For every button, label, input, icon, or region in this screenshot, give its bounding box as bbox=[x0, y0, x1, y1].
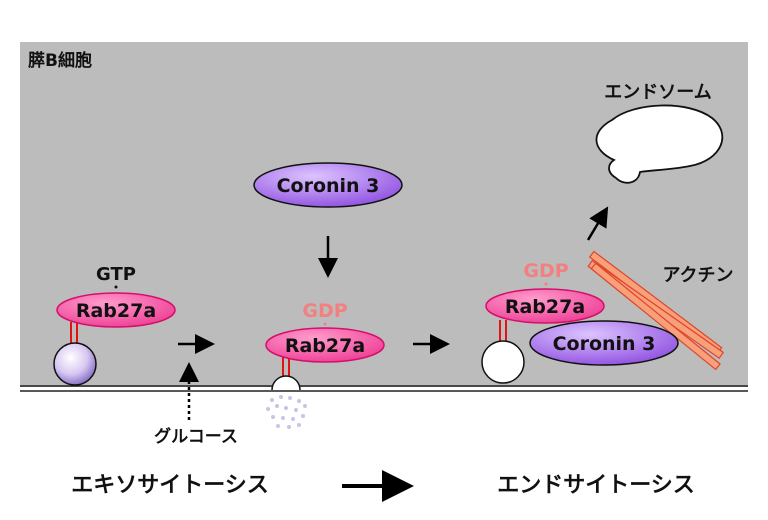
gdp-dot-1 bbox=[323, 322, 327, 326]
gdp-label-2: GDP bbox=[523, 260, 568, 282]
actin-label: アクチン bbox=[662, 265, 733, 286]
fusion-pore bbox=[271, 375, 301, 391]
stage-3: エンドソーム アクチン GDP Rab27a Coronin 3 bbox=[481, 82, 734, 384]
endosome-label: エンドソーム bbox=[604, 82, 711, 103]
endosome-shape bbox=[595, 104, 724, 184]
cell-label: 膵B細胞 bbox=[28, 50, 92, 71]
plasma-membrane bbox=[20, 385, 748, 392]
stage-1: GTP Rab27a bbox=[53, 264, 176, 386]
glucose-label: グルコース bbox=[154, 426, 238, 447]
gtp-dot bbox=[114, 285, 118, 289]
secretory-vesicle bbox=[53, 342, 97, 386]
rab27a-label-2: Rab27a bbox=[285, 335, 365, 357]
rab27a-label-3: Rab27a bbox=[505, 296, 585, 318]
coronin3-bottom-label: Coronin 3 bbox=[553, 333, 656, 355]
rab27a-gdp-ellipse-2 bbox=[485, 288, 605, 324]
gdp-dot-2 bbox=[544, 282, 548, 286]
coronin3-top-label: Coronin 3 bbox=[277, 175, 380, 197]
rab27a-gdp-ellipse-1 bbox=[265, 327, 385, 363]
gtp-label: GTP bbox=[96, 264, 136, 285]
footer-exocytosis: エキソサイトーシス bbox=[71, 473, 269, 498]
coronin3-bottom-ellipse bbox=[529, 320, 679, 366]
arrow-to-endosome bbox=[586, 206, 609, 241]
coronin3-top-ellipse bbox=[253, 162, 403, 208]
rab27a-label-1: Rab27a bbox=[76, 300, 156, 322]
actin-filaments bbox=[587, 250, 725, 371]
released-granules bbox=[266, 395, 307, 429]
rab27a-gtp-ellipse bbox=[56, 292, 176, 328]
stage-2: Coronin 3 GDP Rab27a bbox=[253, 162, 403, 429]
gdp-label-1: GDP bbox=[302, 300, 347, 322]
endocytic-vesicle bbox=[481, 340, 525, 384]
footer-endocytosis: エンドサイトーシス bbox=[497, 473, 695, 498]
